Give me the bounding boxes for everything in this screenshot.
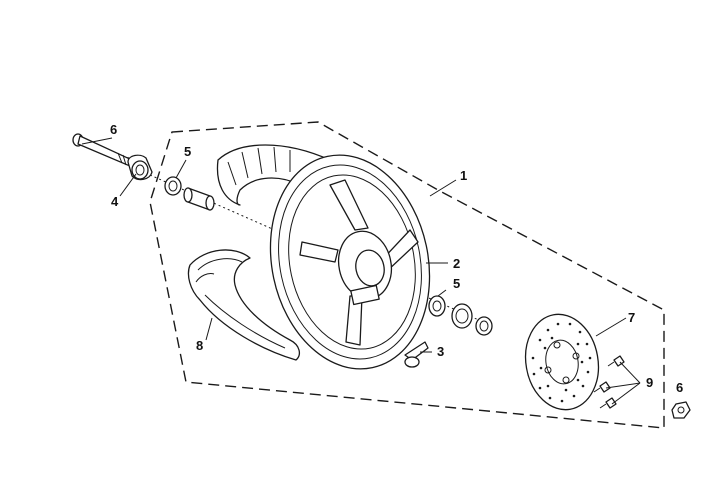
disc-bolts bbox=[593, 355, 625, 409]
brake-disc bbox=[524, 313, 600, 411]
right-bearing bbox=[428, 295, 446, 317]
callout-9-disc-bolts: 9 bbox=[646, 375, 653, 390]
tire-valve bbox=[404, 341, 429, 368]
distance-collar bbox=[183, 187, 215, 211]
left-bearing bbox=[164, 176, 182, 196]
assembly-dashed-outline bbox=[149, 121, 665, 429]
oil-seal bbox=[451, 303, 473, 329]
callout-2-rim: 2 bbox=[453, 256, 460, 271]
wheel-rim bbox=[269, 154, 431, 370]
callout-3-valve: 3 bbox=[437, 344, 444, 359]
callout-5-left-bearing: 5 bbox=[184, 144, 191, 159]
axle-bolt bbox=[72, 133, 133, 167]
callout-4-speedo-gear: 4 bbox=[111, 194, 119, 209]
tire-upper-section bbox=[216, 144, 331, 206]
side-collar bbox=[475, 316, 493, 336]
tire bbox=[187, 249, 301, 361]
callout-6-axle-bolt: 6 bbox=[110, 122, 117, 137]
callout-8-tire: 8 bbox=[196, 338, 203, 353]
axle-nut bbox=[671, 401, 691, 419]
callout-7-brake-disc: 7 bbox=[628, 310, 635, 325]
callout-1-wheel-assembly: 1 bbox=[460, 168, 467, 183]
callout-5-right-bearing: 5 bbox=[453, 276, 460, 291]
speedometer-gear bbox=[127, 154, 153, 181]
callout-6-axle-nut: 6 bbox=[676, 380, 683, 395]
